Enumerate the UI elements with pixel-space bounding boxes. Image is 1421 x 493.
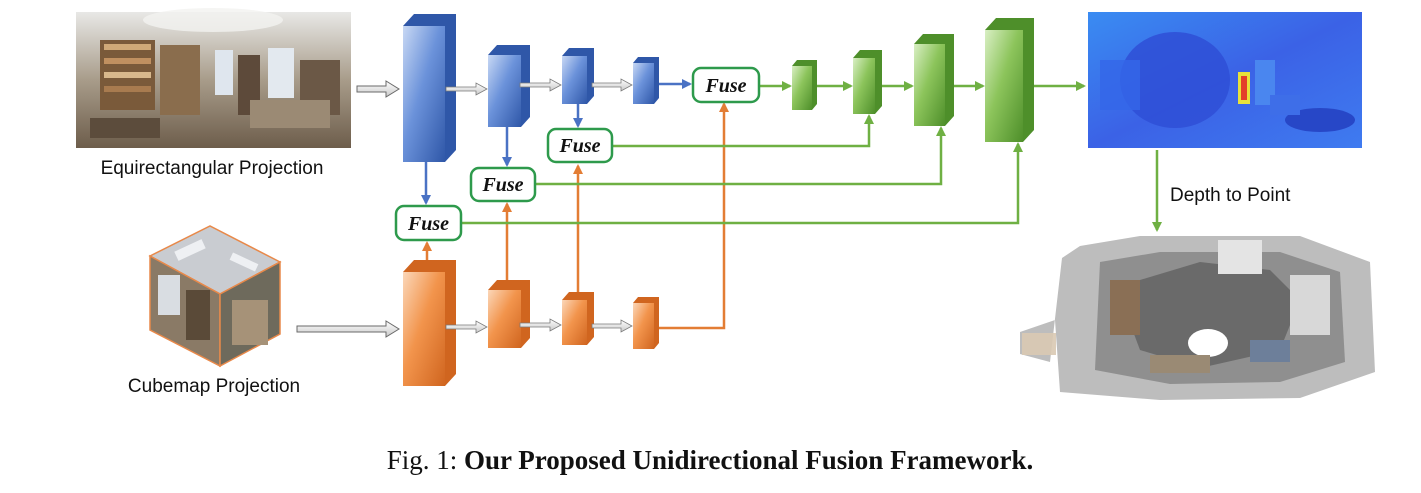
fuse-label: Fuse (558, 135, 600, 157)
fuse-label: Fuse (481, 174, 523, 196)
orange-to-fuse-arrows (422, 102, 729, 330)
fuse-module-2: Fuse (469, 166, 537, 203)
caption-prefix: Fig. 1: (387, 445, 458, 475)
fuse-module-4: Fuse (691, 66, 761, 104)
orange-encoder-block-4 (633, 297, 659, 349)
blue-chain-arrows (445, 78, 633, 96)
orange-chain-arrows (445, 318, 633, 334)
green-decoder-block-4 (985, 18, 1034, 142)
equirect-label: Equirectangular Projection (101, 158, 324, 179)
blue-to-fuse-arrows (421, 79, 692, 205)
cubemap-label: Cubemap Projection (128, 376, 300, 397)
green-skip-connections (461, 114, 1023, 225)
blue-encoder-block-1 (403, 14, 456, 162)
cubemap-cube-image (148, 225, 282, 368)
fuse-module-1: Fuse (394, 204, 463, 242)
fuse-label: Fuse (704, 75, 746, 97)
fuse-module-3: Fuse (546, 127, 614, 164)
fuse-label: Fuse (407, 213, 449, 235)
caption-title: Our Proposed Unidirectional Fusion Frame… (464, 445, 1033, 475)
blue-encoder-block-4 (633, 57, 659, 104)
depth-to-point-label: Depth to Point (1170, 185, 1291, 206)
orange-encoder-block-1 (403, 260, 456, 386)
point-cloud-image (1020, 236, 1375, 400)
orange-encoder-block-3 (562, 292, 594, 345)
equirectangular-panorama-image (76, 8, 351, 148)
figure-caption: Fig. 1: Our Proposed Unidirectional Fusi… (387, 445, 1034, 475)
green-decoder-block-2 (853, 50, 882, 114)
blue-encoder-block-2 (488, 45, 530, 127)
blue-encoder-block-3 (562, 48, 594, 104)
green-decoder-block-1 (792, 60, 817, 110)
input-arrow-bottom (296, 320, 400, 338)
green-decoder-block-3 (914, 34, 954, 126)
input-arrow-top (356, 80, 400, 98)
depth-map-image (1088, 12, 1362, 148)
orange-encoder-block-2 (488, 280, 530, 348)
